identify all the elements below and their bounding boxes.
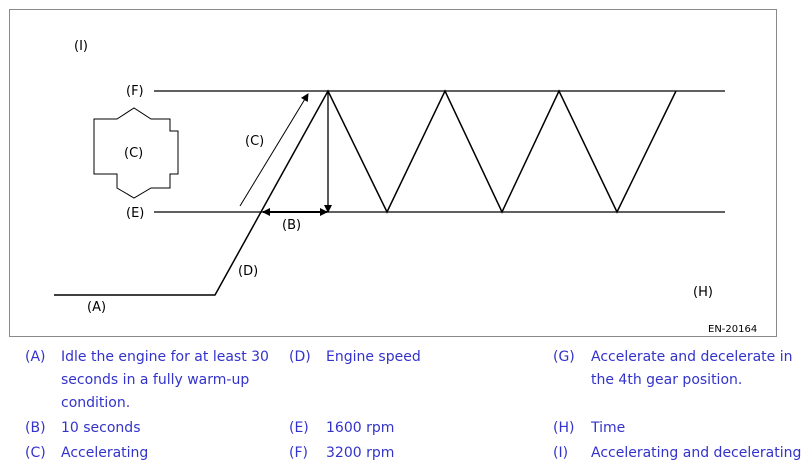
legend-key: (C) — [25, 445, 46, 461]
label-C-accelerating: (C) — [245, 134, 264, 149]
legend-text: Time — [591, 420, 626, 436]
engine-speed-curve — [54, 89, 677, 296]
legend-key: (E) — [289, 420, 309, 436]
diagram-frame: (I) (F) (C) (C) (E) (B) (D) (A) (H) EN-2… — [9, 9, 777, 337]
legend-text: 1600 rpm — [326, 420, 395, 436]
accelerating-arrow — [239, 93, 309, 207]
legend: (A) Idle the engine for at least 30 seco… — [0, 342, 804, 470]
legend-key: (G) — [553, 349, 575, 365]
label-E: (E) — [126, 206, 144, 221]
legend-text: Engine speed — [326, 349, 421, 365]
label-B: (B) — [282, 218, 301, 233]
legend-key: (D) — [289, 349, 311, 365]
legend-key: (I) — [553, 445, 569, 461]
legend-text: Accelerate and decelerate in the 4th gea… — [591, 349, 793, 388]
legend-text: Accelerating — [61, 445, 149, 461]
label-F: (F) — [126, 84, 144, 99]
label-C-range: (C) — [124, 146, 143, 161]
legend-key: (A) — [25, 349, 46, 365]
label-H: (H) — [693, 285, 713, 300]
legend-key: (F) — [289, 445, 308, 461]
label-A: (A) — [87, 300, 106, 315]
range-double-arrow-icon — [93, 107, 179, 199]
legend-text: 10 seconds — [61, 420, 141, 436]
figure-code: EN-20164 — [708, 324, 757, 335]
legend-text: Idle the engine for at least 30 seconds … — [61, 349, 269, 411]
legend-text: 3200 rpm — [326, 445, 395, 461]
label-I: (I) — [74, 39, 88, 54]
legend-key: (B) — [25, 420, 46, 436]
engine-speed-diagram: (I) (F) (C) (C) (E) (B) (D) (A) (H) EN-2… — [54, 39, 757, 335]
label-D: (D) — [238, 264, 258, 279]
legend-text: Accelerating and decelerating — [591, 445, 802, 461]
legend-key: (H) — [553, 420, 575, 436]
